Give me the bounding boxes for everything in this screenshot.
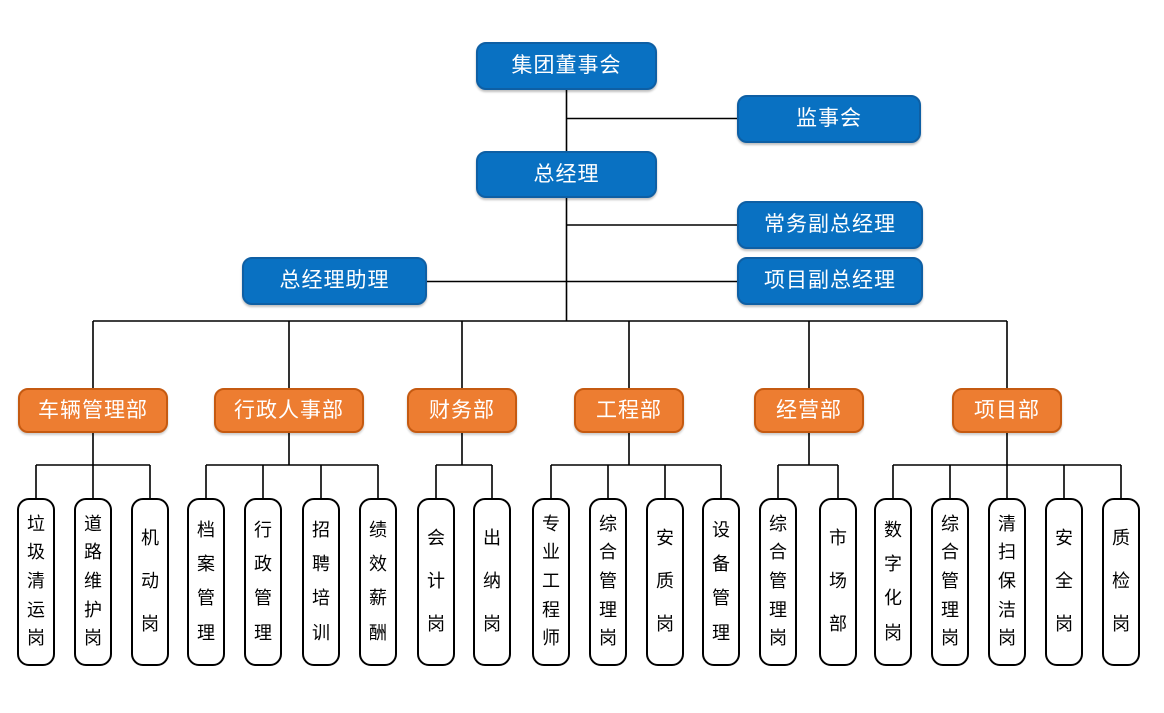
node-general-manager-assistant: 总经理助理 [242,257,427,305]
node-executive-deputy-general-manager: 常务副总经理 [737,201,923,249]
position-mobile-duty: 机动岗 [131,498,169,666]
dept-vehicle-management: 车辆管理部 [18,388,168,433]
position-archives-management: 档案管理 [187,498,225,666]
position-general-management-engineering: 综合管理岗 [589,498,627,666]
dept-engineering: 工程部 [574,388,684,433]
node-supervisory-board: 监事会 [737,95,921,143]
dept-business-operations: 经营部 [754,388,864,433]
node-board-of-directors: 集团董事会 [476,42,657,90]
dept-admin-hr: 行政人事部 [214,388,364,433]
position-general-management-business: 综合管理岗 [759,498,797,666]
position-safety-quality: 安质岗 [646,498,684,666]
node-project-deputy-general-manager: 项目副总经理 [737,257,923,305]
position-administration-management: 行政管理 [244,498,282,666]
position-sweeping-cleaning: 清扫保洁岗 [988,498,1026,666]
position-equipment-management: 设备管理 [702,498,740,666]
position-general-management-project: 综合管理岗 [931,498,969,666]
position-performance-compensation: 绩效薪酬 [359,498,397,666]
position-safety: 安全岗 [1045,498,1083,666]
position-recruitment-training: 招聘培训 [302,498,340,666]
position-quality-inspection: 质检岗 [1102,498,1140,666]
position-road-maintenance: 道路维护岗 [74,498,112,666]
position-cashier: 出纳岗 [473,498,511,666]
position-accounting: 会计岗 [417,498,455,666]
position-digitalization: 数字化岗 [874,498,912,666]
position-professional-engineer: 专业工程师 [532,498,570,666]
position-garbage-collection: 垃圾清运岗 [17,498,55,666]
dept-finance: 财务部 [407,388,517,433]
position-market-department: 市场部 [819,498,857,666]
dept-project: 项目部 [952,388,1062,433]
node-general-manager: 总经理 [476,151,657,198]
